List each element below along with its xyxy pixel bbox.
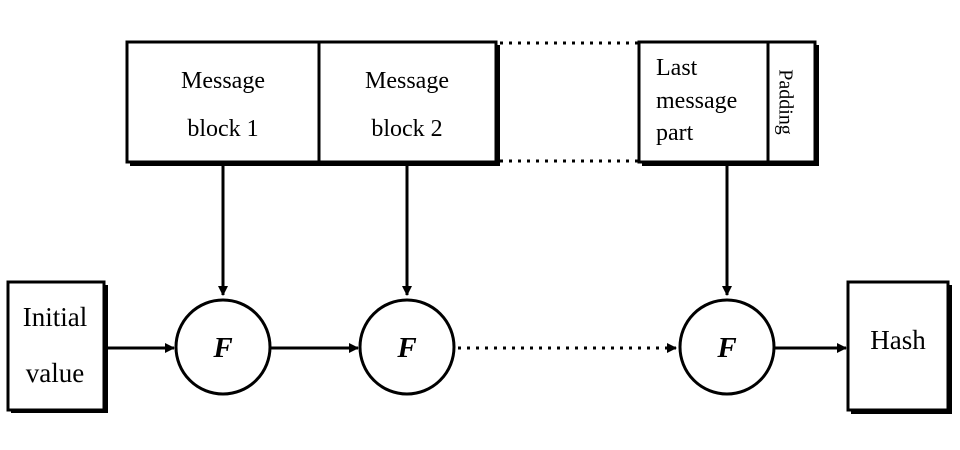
hash-label: Hash <box>870 325 926 355</box>
last-block-label-line3: part <box>656 120 694 146</box>
f3-circle <box>678 298 776 396</box>
last-block-label-line2: message <box>656 88 737 114</box>
padding-label: Padding <box>774 69 796 135</box>
f2-label: F <box>396 332 416 364</box>
f1-circle <box>174 298 272 396</box>
message-block-1 <box>125 40 321 164</box>
last-block-group: Last message part Padding <box>637 40 819 166</box>
message-block-1-label-line1: Message <box>181 68 265 94</box>
initial-value-rect <box>6 280 106 412</box>
message-row: Message block 1 Message block 2 <box>125 40 500 166</box>
f3-label: F <box>716 332 736 364</box>
message-block-1-label-line2: block 1 <box>187 116 258 142</box>
compression-function-2: F <box>358 298 456 396</box>
hash-output-box: Hash <box>846 280 952 414</box>
initial-value-label-line1: Initial <box>23 302 87 332</box>
last-message-block <box>637 40 770 164</box>
message-block-2-label-line1: Message <box>365 68 449 94</box>
message-block-2 <box>317 40 498 164</box>
f2-circle <box>358 298 456 396</box>
last-block-label-line1: Last <box>656 55 698 81</box>
compression-function-1: F <box>174 298 272 396</box>
compression-function-3: F <box>678 298 776 396</box>
initial-value-box: Initial value <box>6 280 108 413</box>
hash-rect <box>846 280 950 412</box>
f1-label: F <box>212 332 232 364</box>
initial-value-label-line2: value <box>26 358 84 388</box>
message-block-2-label-line2: block 2 <box>371 116 442 142</box>
padding-block <box>766 40 817 164</box>
